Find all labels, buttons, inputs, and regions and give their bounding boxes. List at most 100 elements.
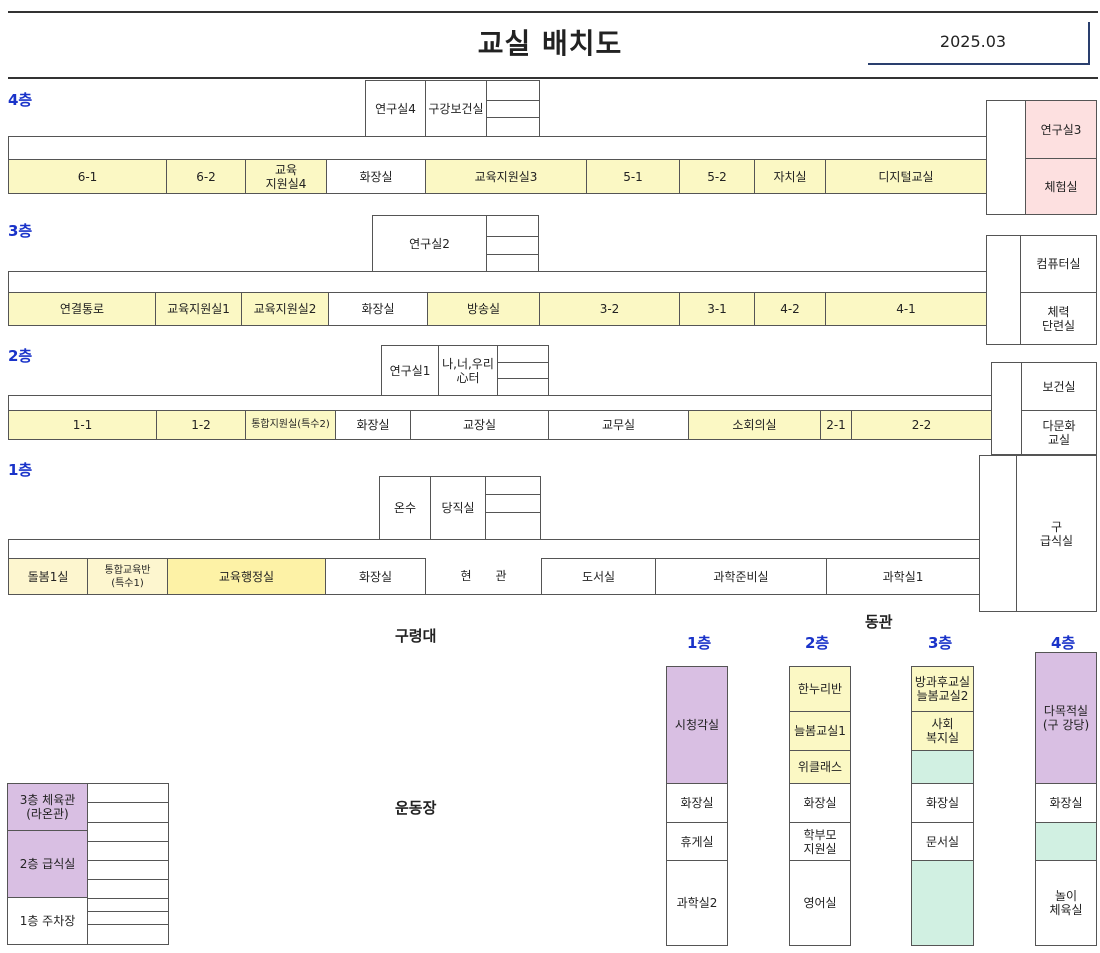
floor-4-label: 4층: [8, 91, 33, 109]
stair-3a: [486, 215, 539, 237]
east-floor-3-label: 3층: [928, 634, 953, 652]
room-multicultural: 다문화 교실: [1021, 410, 1097, 455]
room-1-1: 1-1: [8, 410, 157, 440]
room-restroom-2: 화장실: [335, 410, 411, 440]
stair-1c: [485, 512, 541, 540]
stair-2b: [497, 362, 549, 379]
top-rule: [8, 11, 1098, 13]
room-entrance: 현 관: [425, 558, 542, 595]
room-old-cafeteria: 구 급식실: [1016, 455, 1097, 612]
east-av-room: 시청각실: [666, 666, 728, 784]
east-floor-1-label: 1층: [687, 634, 712, 652]
playground-label: 운동장: [395, 799, 437, 817]
room-autonomy: 자치실: [754, 159, 826, 194]
room-3-1: 3-1: [679, 292, 755, 326]
annex-gym: 3층 체육관 (라온관): [7, 783, 88, 831]
room-admin: 교육행정실: [167, 558, 326, 595]
east-english: 영어실: [789, 860, 851, 946]
east-3f-restroom: 화장실: [911, 783, 974, 823]
room-experience: 체험실: [1025, 158, 1097, 215]
wing-corridor-2: [991, 362, 1022, 455]
room-hot-water: 온수: [379, 476, 431, 540]
room-research-1: 연구실1: [381, 345, 439, 396]
room-care-1: 돌봄1실: [8, 558, 88, 595]
room-duty: 당직실: [430, 476, 486, 540]
room-health: 보건실: [1021, 362, 1097, 411]
east-multipurpose: 다목적실 (구 강당): [1035, 652, 1097, 784]
floor-3-label: 3층: [8, 222, 33, 240]
east-neulbom-1: 늘봄교실1: [789, 711, 851, 751]
room-digital: 디지털교실: [825, 159, 987, 194]
wing-corridor-3: [986, 235, 1021, 345]
east-lounge: 휴게실: [666, 822, 728, 861]
wing-corridor-4: [986, 100, 1026, 215]
date-label: 2025.03: [939, 32, 1007, 51]
corridor-1-right: [541, 539, 980, 559]
stair-2c: [497, 378, 549, 396]
stair-4b: [486, 100, 540, 118]
room-restroom-1: 화장실: [325, 558, 426, 595]
east-3f-empty-a: [911, 750, 974, 784]
stair-3b: [486, 236, 539, 255]
room-2-2: 2-2: [851, 410, 992, 440]
room-5-2: 5-2: [679, 159, 755, 194]
room-5-1: 5-1: [586, 159, 680, 194]
east-wee-class: 위클래스: [789, 750, 851, 784]
room-science-prep: 과학준비실: [655, 558, 827, 595]
room-principal: 교장실: [410, 410, 549, 440]
room-small-meeting: 소회의실: [688, 410, 821, 440]
corridor-2: [8, 395, 992, 411]
annex-parking: 1층 주차장: [7, 897, 88, 945]
room-fitness: 체력 단련실: [1020, 292, 1097, 345]
room-computer: 컴퓨터실: [1020, 235, 1097, 293]
room-6-2: 6-2: [166, 159, 246, 194]
room-wee-heart: 나,너,우리 心터: [438, 345, 498, 396]
stair-1a: [485, 476, 541, 495]
room-connection: 연결통로: [8, 292, 156, 326]
wing-corridor-1: [979, 455, 1017, 612]
stair-4a: [486, 80, 540, 101]
room-broadcast: 방송실: [427, 292, 540, 326]
stair-2a: [497, 345, 549, 363]
room-edu-support-3: 교육지원실3: [425, 159, 587, 194]
room-research-4: 연구실4: [365, 80, 426, 137]
east-hannuri: 한누리반: [789, 666, 851, 712]
east-3f-empty-b: [911, 860, 974, 946]
room-6-1: 6-1: [8, 159, 167, 194]
east-play-gym: 놀이 체육실: [1035, 860, 1097, 946]
floor-2-label: 2층: [8, 347, 33, 365]
east-social-welfare: 사회 복지실: [911, 711, 974, 751]
east-floor-2-label: 2층: [805, 634, 830, 652]
room-2-1: 2-1: [820, 410, 852, 440]
room-edu-support-4: 교육 지원실4: [245, 159, 327, 194]
corridor-4: [8, 136, 987, 160]
annex-cafeteria: 2층 급식실: [7, 830, 88, 898]
room-science-1: 과학실1: [826, 558, 980, 595]
east-4f-restroom: 화장실: [1035, 783, 1097, 823]
room-1-2: 1-2: [156, 410, 246, 440]
room-4-1: 4-1: [825, 292, 987, 326]
room-library: 도서실: [541, 558, 656, 595]
east-floor-4-label: 4층: [1051, 634, 1076, 652]
room-restroom-3: 화장실: [328, 292, 428, 326]
room-restroom-4: 화장실: [326, 159, 426, 194]
east-science-2: 과학실2: [666, 860, 728, 946]
room-staff: 교무실: [548, 410, 689, 440]
east-document: 문서실: [911, 822, 974, 861]
stair-4c: [486, 117, 540, 137]
header-rule: [8, 77, 1098, 79]
room-research-2: 연구실2: [372, 215, 487, 272]
annex-stairs: [87, 783, 169, 945]
stair-1b: [485, 494, 541, 513]
room-edu-support-2: 교육지원실2: [241, 292, 329, 326]
guryeongdae-label: 구령대: [395, 627, 437, 645]
room-integrated-support: 통합지원실(특수2): [245, 410, 336, 440]
east-afterschool: 방과후교실 늘봄교실2: [911, 666, 974, 712]
floor-1-label: 1층: [8, 461, 33, 479]
room-3-2: 3-2: [539, 292, 680, 326]
corridor-1-left: [8, 539, 542, 559]
room-research-3: 연구실3: [1025, 100, 1097, 159]
room-4-2: 4-2: [754, 292, 826, 326]
date-box: [868, 22, 1090, 65]
east-4f-empty: [1035, 822, 1097, 861]
